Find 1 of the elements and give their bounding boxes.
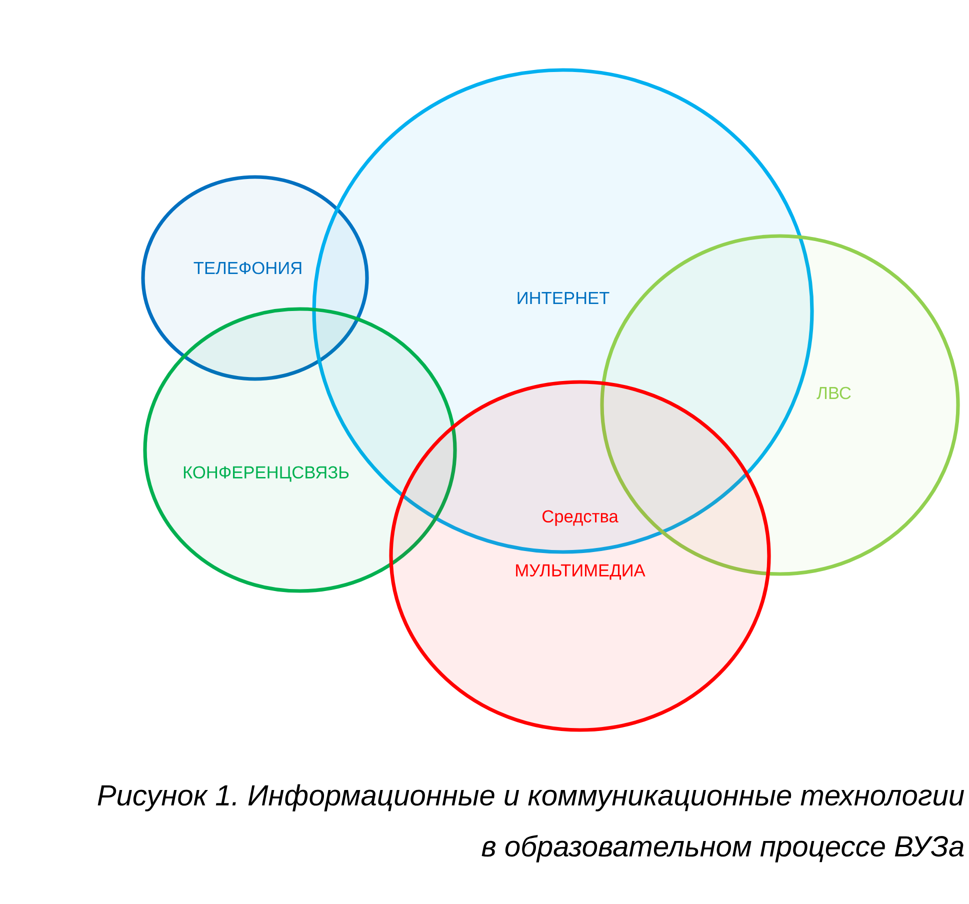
caption: Рисунок 1. Информационные и коммуникационные технологии в образовательном процессе ВУЗа: [98, 784, 964, 862]
